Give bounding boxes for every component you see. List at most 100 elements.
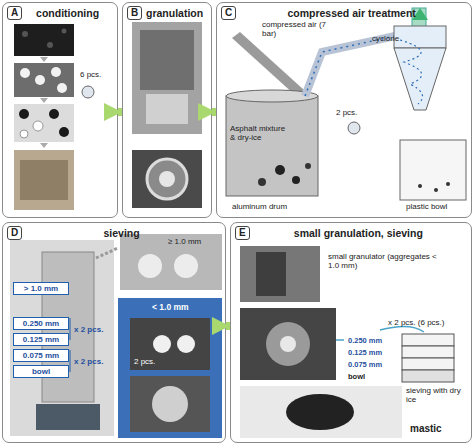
panel-letter: A bbox=[7, 6, 22, 20]
granulator-base bbox=[146, 94, 188, 124]
mastic bbox=[286, 394, 354, 430]
coarse-photo bbox=[120, 234, 222, 290]
down-arrow bbox=[40, 57, 48, 62]
tray-photo bbox=[14, 150, 74, 210]
granulator-bowl-photo bbox=[132, 150, 202, 208]
down-arrow bbox=[40, 98, 48, 103]
cyclone-vortex bbox=[400, 40, 423, 104]
specimen bbox=[49, 109, 59, 119]
annotation: 6 pcs. bbox=[80, 70, 101, 79]
bracket bbox=[70, 318, 71, 372]
annotation: small granulator (aggregates < 1.0 mm) bbox=[328, 252, 438, 270]
sieve-size-box: 0.250 mm bbox=[13, 317, 69, 330]
panel-letter: E bbox=[235, 226, 250, 240]
sieve-size-text: 0.250 mm bbox=[23, 319, 59, 329]
leader bbox=[96, 248, 118, 258]
annotation: 0.250 mm bbox=[348, 336, 382, 345]
panel-title: conditioning bbox=[22, 7, 113, 19]
panel-letter: B bbox=[127, 6, 142, 20]
sieve-size-box: 0.125 mm bbox=[13, 333, 69, 346]
panel-title: compressed air treatment bbox=[236, 7, 467, 19]
sieve-size-text: 0.125 mm bbox=[23, 335, 59, 345]
panel-title: small granulation, sieving bbox=[250, 227, 467, 239]
sieve-shaker-photo bbox=[10, 240, 114, 436]
sieve-bowl bbox=[402, 370, 454, 382]
specimen bbox=[51, 67, 61, 77]
bowl bbox=[147, 159, 187, 199]
leader bbox=[380, 326, 424, 332]
sieve-pan bbox=[152, 386, 188, 422]
annotation: plastic bowl bbox=[406, 202, 447, 211]
small-granulator bbox=[256, 252, 286, 296]
annotation: cyclone bbox=[372, 34, 399, 43]
bowl-center bbox=[159, 171, 175, 187]
fine-particle bbox=[434, 188, 438, 192]
annotation: aluminum drum bbox=[232, 202, 287, 211]
grain bbox=[47, 42, 53, 48]
specimen bbox=[35, 75, 45, 85]
cyclone-body bbox=[394, 26, 446, 48]
asphalt-photo bbox=[14, 24, 74, 56]
annotation: bowl bbox=[348, 372, 365, 381]
fine-fraction-panel bbox=[118, 298, 222, 438]
annotation: mastic bbox=[410, 424, 442, 433]
down-arrow bbox=[40, 143, 48, 148]
annotation: 2 pcs. bbox=[134, 357, 155, 366]
annotation: sieving with dry ice bbox=[406, 386, 466, 404]
annotation: Asphalt mixture & dry-ice bbox=[230, 124, 292, 142]
specimen bbox=[33, 121, 43, 131]
sieve-size-text: > 1.0 mm bbox=[24, 284, 58, 294]
sieve-size-box: 0.075 mm bbox=[13, 349, 69, 362]
specimen bbox=[57, 83, 67, 93]
annotation: x 2 pcs. bbox=[74, 325, 103, 334]
grain bbox=[62, 29, 67, 34]
sieve bbox=[402, 358, 454, 370]
airflow bbox=[305, 36, 395, 96]
specimen bbox=[138, 254, 162, 278]
bowl bbox=[266, 322, 310, 366]
fine-photo bbox=[130, 318, 210, 370]
annotation: x 2 pcs. bbox=[74, 357, 103, 366]
granulator-bowl-photo bbox=[240, 308, 336, 380]
flow-arrow bbox=[212, 108, 216, 116]
specimen-icon bbox=[348, 122, 360, 134]
panel: Bgranulation bbox=[122, 2, 212, 218]
panel: Aconditioning bbox=[2, 2, 118, 218]
tray bbox=[20, 160, 68, 200]
mix-photo bbox=[14, 104, 74, 142]
sieve bbox=[402, 346, 454, 358]
asphalt-chunk bbox=[275, 165, 285, 175]
annotation: 0.075 mm bbox=[348, 360, 382, 369]
specimen bbox=[153, 335, 171, 353]
annotation: 2 pcs. bbox=[336, 108, 357, 117]
small-granulator-photo bbox=[240, 246, 320, 302]
plastic-bowl bbox=[400, 140, 466, 200]
fine-photo bbox=[130, 376, 210, 432]
mastic-photo bbox=[240, 386, 402, 438]
grain bbox=[22, 31, 28, 37]
shaker-base bbox=[36, 404, 100, 430]
panel-letter: D bbox=[7, 226, 22, 240]
specimen bbox=[177, 335, 195, 353]
specimen-photo bbox=[14, 63, 74, 97]
air-nozzle bbox=[232, 32, 304, 96]
air-duct bbox=[305, 36, 395, 96]
panel-letter: C bbox=[221, 6, 236, 20]
sieve bbox=[402, 334, 454, 346]
specimen bbox=[59, 127, 69, 137]
annotation: < 1.0 mm bbox=[152, 303, 189, 312]
annotation: x 2 pcs. (6 pcs.) bbox=[388, 318, 444, 327]
sieve-size-text: 0.075 mm bbox=[23, 351, 59, 361]
flow-arrow bbox=[226, 322, 230, 330]
annotation: compressed air (7 bar) bbox=[262, 20, 332, 38]
bowl-center bbox=[280, 336, 296, 352]
specimen-icon bbox=[82, 86, 94, 98]
cyclone-cone bbox=[394, 48, 446, 110]
specimen bbox=[20, 130, 28, 138]
sieve-size-box: bowl bbox=[13, 365, 69, 378]
annotation: 0.125 mm bbox=[348, 348, 382, 357]
asphalt-chunk bbox=[258, 178, 266, 186]
asphalt-chunk bbox=[292, 176, 300, 184]
